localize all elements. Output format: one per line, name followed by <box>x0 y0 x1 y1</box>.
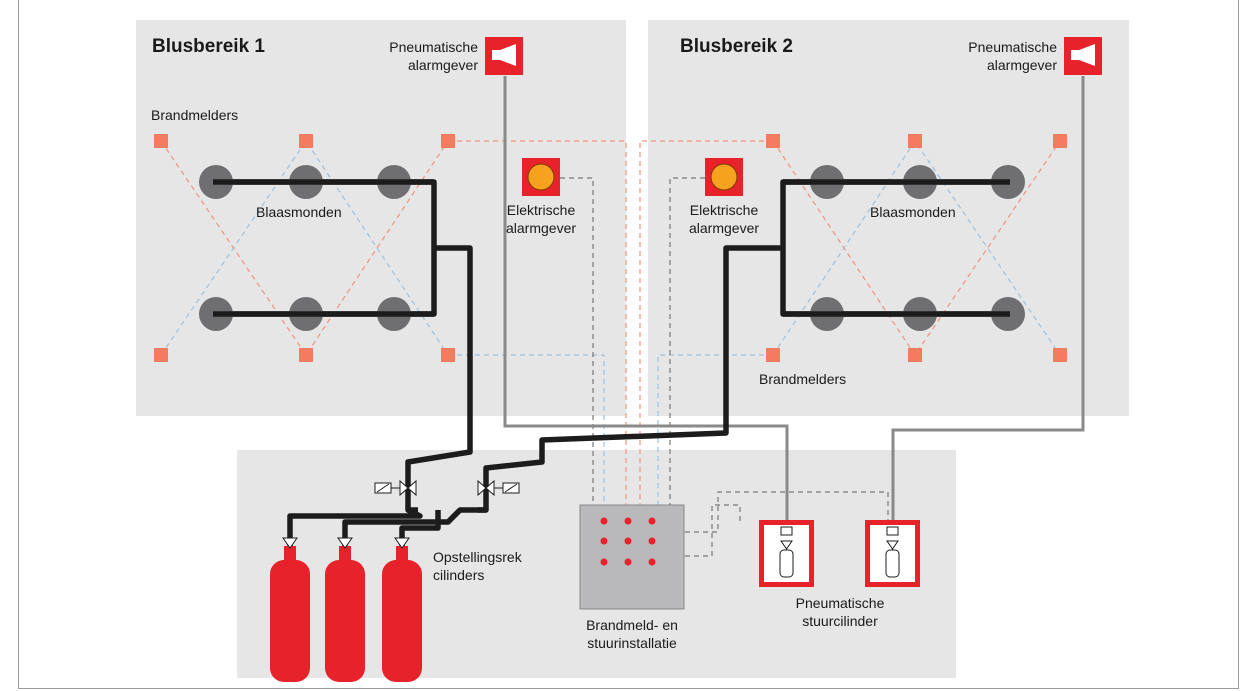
pipe-overlay-zone-1 <box>213 179 434 317</box>
detector <box>766 348 780 362</box>
horn-icon <box>1064 37 1102 75</box>
pilot-cylinder-icon <box>759 520 814 587</box>
fire-detectors <box>154 134 1067 362</box>
nozzles-label: Blaasmonden <box>256 204 342 220</box>
nozzles-label: Blaasmonden <box>870 204 956 220</box>
detector <box>154 134 168 148</box>
pilot-cylinder-label: Pneumatische <box>796 595 885 611</box>
detector <box>766 134 780 148</box>
detector <box>908 134 922 148</box>
detector <box>1053 134 1067 148</box>
bell-icon <box>522 158 560 196</box>
zone-1-title: Blusbereik 1 <box>152 36 265 57</box>
valve-icon <box>374 479 417 497</box>
gas-cylinder-icon <box>382 537 422 682</box>
cylinder-rack-label: Opstellingsrek <box>433 549 523 565</box>
electric-alarm-label: Elektrische <box>507 202 576 218</box>
detector <box>299 134 313 148</box>
cylinder-rack-label: cilinders <box>433 567 484 583</box>
gas-cylinder-icon <box>270 537 310 682</box>
detector <box>154 348 168 362</box>
electric-alarm-label: alarmgever <box>689 220 759 236</box>
control-installation-label: stuurinstallatie <box>587 635 677 651</box>
valve-icon <box>477 479 520 497</box>
detector <box>1053 348 1067 362</box>
zone-2-title: Blusbereik 2 <box>680 36 793 57</box>
gas-cylinder-icon <box>325 537 365 682</box>
detector <box>441 348 455 362</box>
pneumatic-alarm-1-label: Pneumatische <box>389 39 478 55</box>
zone-1-area <box>136 20 626 416</box>
detector <box>441 134 455 148</box>
electric-alarm-label: Elektrische <box>690 202 759 218</box>
electric-alarm-label: alarmgever <box>506 220 576 236</box>
pipe-overlay-zone-2 <box>783 179 1010 317</box>
pilot-cylinder-icon <box>865 520 920 587</box>
detectors-label: Brandmelders <box>759 371 846 387</box>
pneumatic-alarm-1-label: alarmgever <box>408 57 478 73</box>
detector <box>908 348 922 362</box>
pneumatic-lines <box>503 76 1085 522</box>
detector <box>299 348 313 362</box>
detectors-label: Brandmelders <box>151 107 238 123</box>
bell-icon <box>705 158 743 196</box>
horn-icon <box>485 37 523 75</box>
control-installation <box>579 504 685 610</box>
pneumatic-alarm-2-label: Pneumatische <box>968 39 1057 55</box>
pneumatic-alarm-2-label: alarmgever <box>987 57 1057 73</box>
control-installation-label: Brandmeld- en <box>586 617 678 633</box>
signal-wires <box>448 140 889 557</box>
pilot-cylinder-label: stuurcilinder <box>802 613 878 629</box>
